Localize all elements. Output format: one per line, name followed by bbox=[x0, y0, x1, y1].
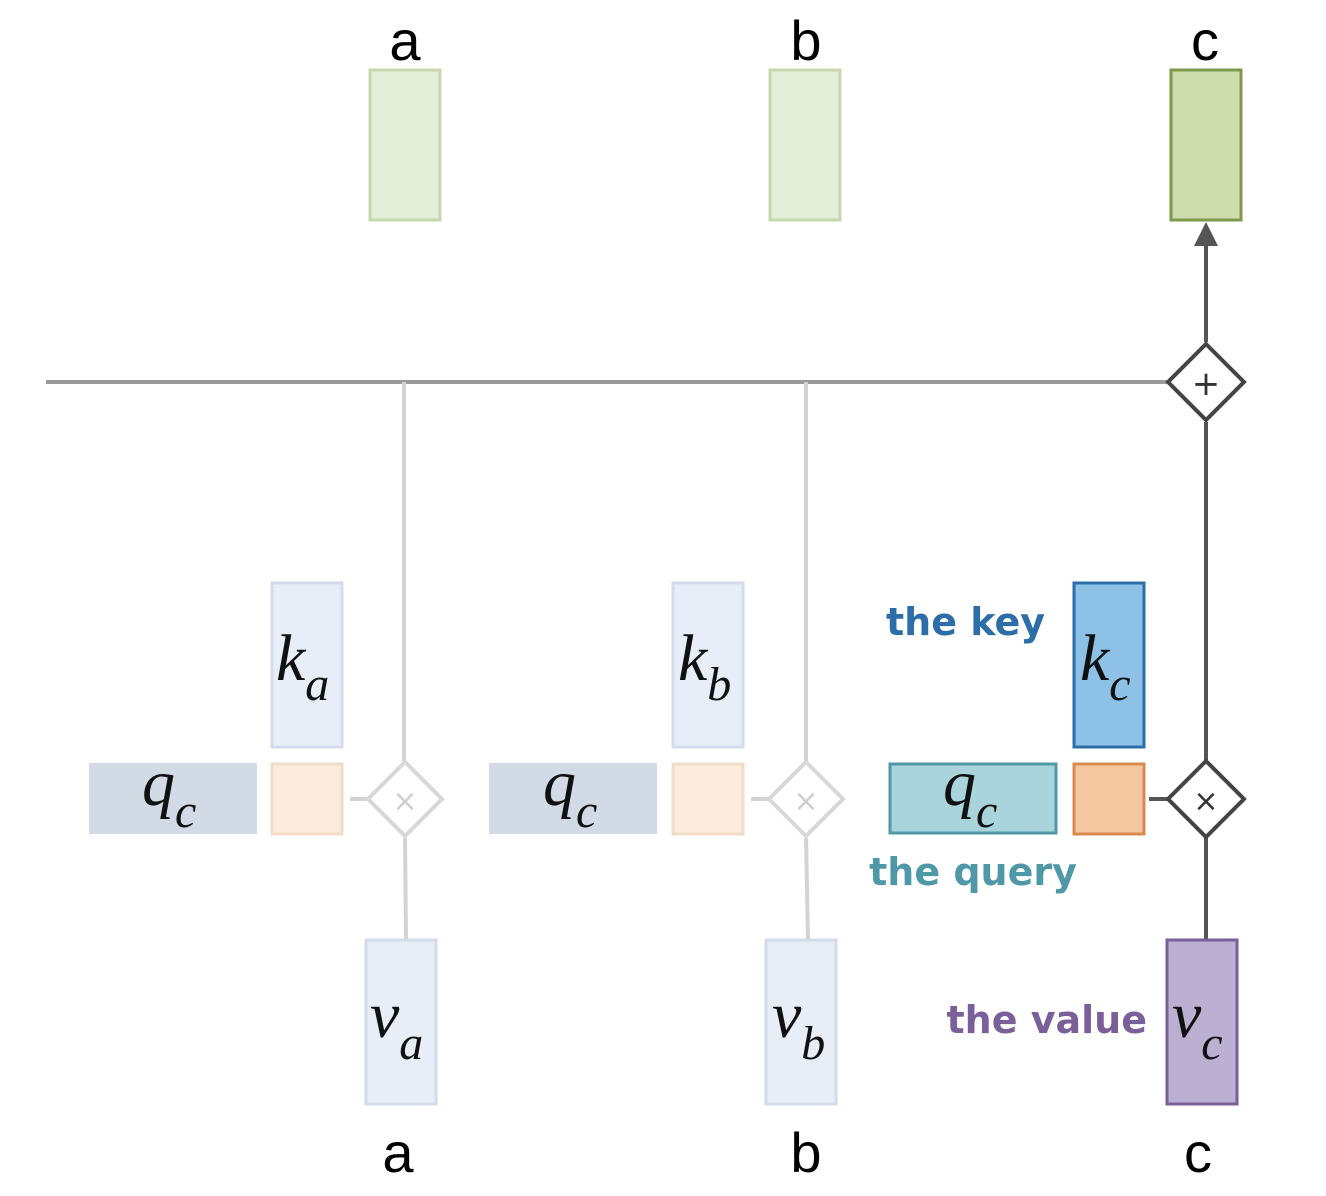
value-box-c bbox=[1165, 938, 1239, 1106]
plus-icon: + bbox=[1192, 364, 1221, 404]
value-label-a: va bbox=[370, 979, 423, 1070]
output-box-a bbox=[368, 68, 442, 222]
value-box-a bbox=[364, 938, 438, 1106]
connector-a-lower bbox=[403, 837, 408, 941]
annotation-key: the key bbox=[886, 600, 1045, 644]
add-operator: + bbox=[1165, 341, 1247, 423]
annotation-value: the value bbox=[947, 998, 1147, 1042]
bottom-label-c: c bbox=[1184, 1121, 1212, 1184]
score-box-a bbox=[270, 762, 344, 836]
key-label-c: kc bbox=[1080, 622, 1131, 711]
key-box-a bbox=[270, 581, 344, 749]
bottom-label-b: b bbox=[790, 1121, 821, 1184]
top-label-c: c bbox=[1191, 9, 1219, 72]
times-icon: × bbox=[793, 784, 818, 819]
times-icon: × bbox=[1193, 784, 1218, 819]
key-box-b bbox=[671, 581, 745, 749]
top-label-a: a bbox=[389, 9, 421, 72]
query-box-c bbox=[888, 762, 1058, 835]
output-box-c bbox=[1169, 68, 1243, 222]
annotation-query: the query bbox=[869, 850, 1077, 894]
query-label-b: qc bbox=[543, 747, 597, 838]
multiply-operator-b: × bbox=[766, 759, 846, 839]
query-label-c: qc bbox=[943, 747, 997, 838]
score-box-c bbox=[1072, 762, 1146, 836]
output-box-b bbox=[768, 68, 842, 222]
query-label-a: qc bbox=[142, 747, 196, 838]
query-box-b bbox=[489, 763, 657, 834]
value-box-b bbox=[764, 938, 838, 1106]
arrow-up-icon bbox=[1194, 222, 1218, 246]
score-box-b bbox=[671, 762, 745, 836]
multiply-operator-c: × bbox=[1165, 758, 1247, 840]
times-icon: × bbox=[392, 784, 417, 819]
key-label-b: kb bbox=[678, 622, 731, 711]
key-box-c bbox=[1072, 581, 1146, 749]
multiply-operator-a: × bbox=[365, 759, 445, 839]
connector-b-lower bbox=[804, 837, 810, 941]
query-box-a bbox=[89, 763, 257, 834]
bottom-label-a: a bbox=[382, 1121, 414, 1184]
key-label-a: ka bbox=[276, 622, 329, 711]
top-label-b: b bbox=[790, 9, 821, 72]
value-label-b: vb bbox=[772, 979, 825, 1070]
value-label-c: vc bbox=[1172, 979, 1223, 1070]
